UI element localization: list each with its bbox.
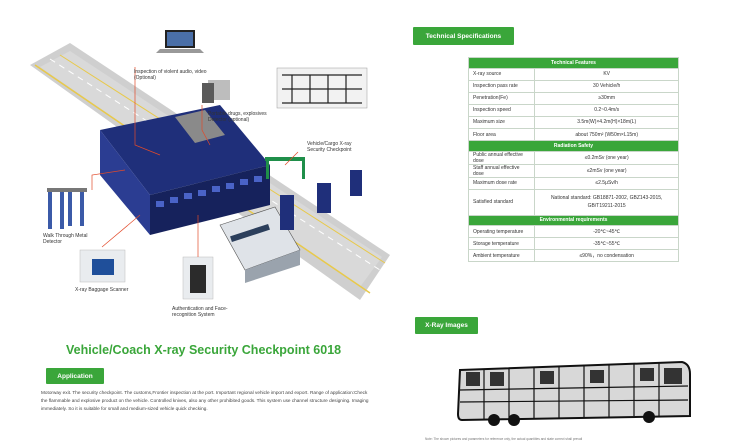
spec-label: Public annual effective dose	[467, 150, 536, 165]
table-row: Penetration(Fe)≥30mm	[467, 91, 679, 105]
table-row: Maximum dose rate≤2.5μSv/h	[467, 176, 679, 190]
callout-drugs-detector: Portable drugs, explosives Detector (opt…	[208, 111, 267, 123]
spec-label: Maximum size	[467, 115, 536, 129]
product-title: Vehicle/Coach X-ray Security Checkpoint …	[66, 343, 342, 357]
spec-value: 3.5m(W)×4.2m(H)×18m(L)	[534, 115, 679, 129]
xray-images-label: X-Ray Images	[415, 317, 478, 334]
callout-auth-face-recognition: Authentication and Face-recognition Syst…	[172, 306, 228, 318]
checkpoint-illustration: Inspection of violent audio, video (Opti…	[30, 25, 390, 335]
section-title: Technical Features	[468, 57, 679, 69]
spec-value: -35℃~55℃	[534, 237, 679, 251]
spec-label: X-ray source	[467, 67, 536, 81]
spec-value: -20℃~45℃	[534, 225, 679, 239]
spec-label: Storage temperature	[467, 237, 536, 251]
callout-walkthrough-detector: Walk Through Metal Detector	[43, 233, 88, 245]
spec-value: ≤2mSv (one year)	[534, 163, 679, 178]
callout-vehicle-cargo: Vehicle/Cargo X-ray Security Checkpoint	[307, 141, 352, 153]
spec-label: Inspection speed	[467, 103, 536, 117]
spec-label: Ambient temperature	[467, 249, 536, 263]
table-row: Staff annual effective dose≤2mSv (one ye…	[467, 163, 679, 178]
xray-bus-image	[454, 350, 694, 430]
spec-value: 30 Vehicle/h	[534, 79, 679, 93]
spec-value: 0.2~0.4m/s	[534, 103, 679, 117]
spec-value: National standard: GB18871-2002, GBZ143-…	[534, 188, 679, 216]
spec-value: ≥30mm	[534, 91, 679, 105]
callout-baggage-scanner: X-ray Baggage Scanner	[75, 287, 129, 293]
application-description: Motorway exit. The security checkpoint. …	[41, 390, 369, 412]
disclaimer-note: Note: The shown pictures and parameters …	[425, 437, 583, 441]
application-label: Application	[46, 368, 104, 384]
technical-specifications-label: Technical Specifications	[413, 27, 514, 45]
spec-label: Penetration(Fe)	[467, 91, 536, 105]
table-row: Ambient temperature≤90%，no condensation	[467, 249, 679, 263]
spec-value: ≤90%，no condensation	[534, 249, 679, 263]
spec-label: Staff annual effective dose	[467, 163, 536, 178]
section-title: Environmental requirements	[468, 214, 679, 227]
spec-value: about 750m² (W50m×L15m)	[534, 127, 679, 142]
spec-label: Operating temperature	[467, 225, 536, 239]
spec-value: KV	[534, 67, 679, 81]
spec-label: Maximum dose rate	[467, 176, 536, 190]
callout-audio-video: Inspection of violent audio, video (Opti…	[134, 69, 207, 81]
checkpoint-scene-image	[30, 30, 390, 300]
table-row: Storage temperature-35℃~55℃	[467, 237, 679, 251]
table-row: Public annual effective dose≤0.2mSv (one…	[467, 150, 679, 165]
spec-value: ≤0.2mSv (one year)	[534, 150, 679, 165]
spec-label: Floor area	[467, 127, 536, 142]
table-row: Operating temperature-20℃~45℃	[467, 225, 679, 239]
spec-value: ≤2.5μSv/h	[534, 176, 679, 190]
spec-label: Satisfied standard	[467, 188, 536, 216]
spec-label: Inspection pass rate	[467, 79, 536, 93]
section-title: Radiation Safety	[468, 140, 679, 152]
